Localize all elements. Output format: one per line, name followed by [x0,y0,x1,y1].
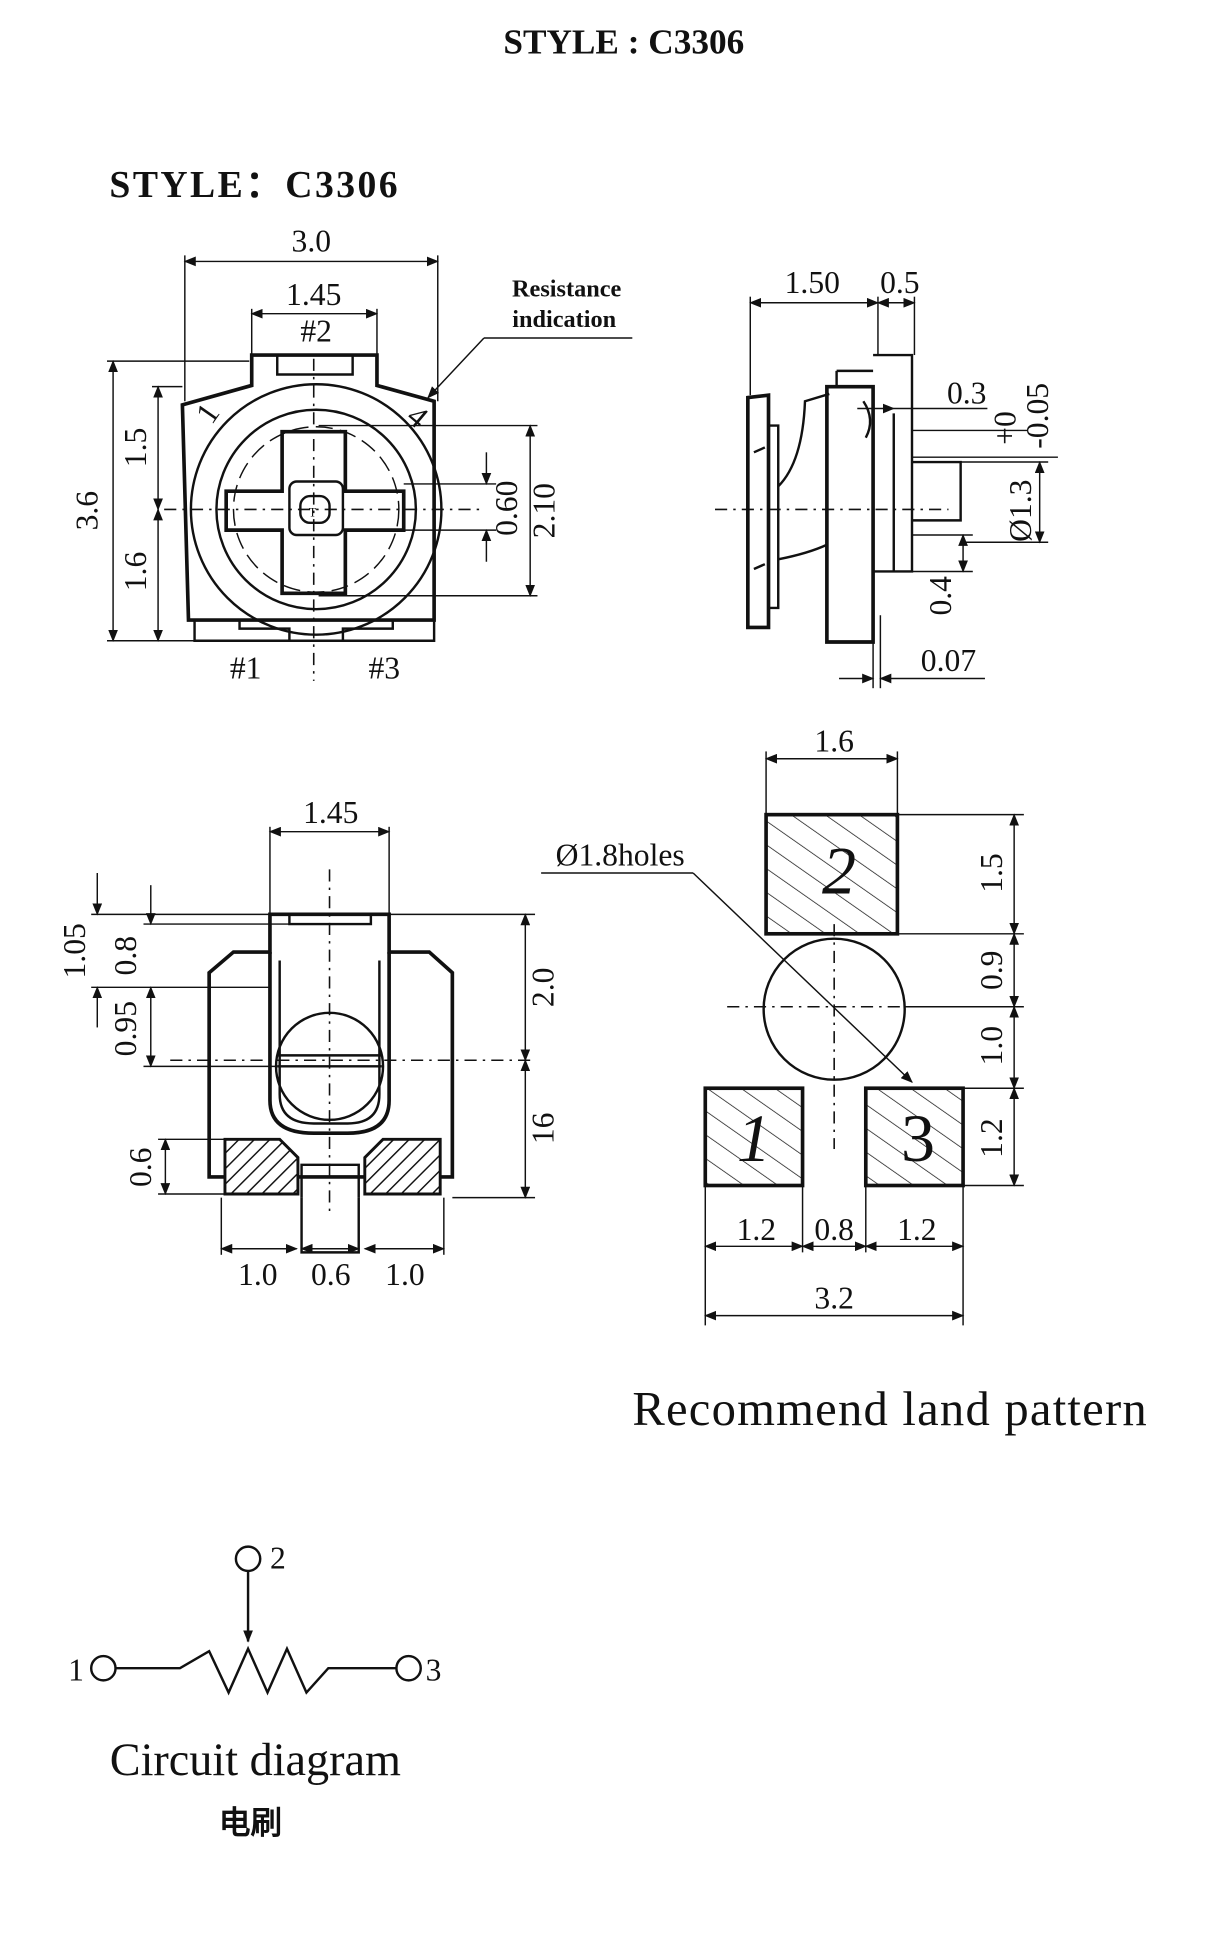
pad-3-label: 3 [901,1100,935,1176]
land-pattern: 2 1 3 Ø1.8holes 1.6 1.5 0.9 1.0 1.2 [541,723,1148,1436]
pin-1-label: #1 [230,650,262,685]
dim-slot: 1.45 [286,277,341,312]
dim-land-r1: 1.5 [974,853,1009,893]
pad-2-label: 2 [822,833,856,909]
dim-bottom-b2: 0.6 [311,1257,351,1292]
dim-bottom-b1: 1.0 [238,1257,278,1292]
terminal-1: 1 [68,1652,84,1687]
dim-bottom-b3: 1.0 [385,1257,425,1292]
dim-bottom-20: 2.0 [525,968,560,1008]
dim-side-c: 0.3 [947,376,987,411]
tol-plus: +0 [987,411,1022,445]
circuit-diagram: 2 1 3 Circuit diagram 电刷 [68,1541,441,1841]
drawing-title: STYLE：C3306 [109,164,400,206]
svg-text:T: T [309,506,317,520]
dim-bottom-16: 16 [525,1113,560,1145]
dim-land-total: 3.2 [814,1280,854,1315]
dim-width: 3.0 [292,224,332,259]
mark-4: 4 [400,398,435,435]
terminal-3: 3 [426,1652,442,1687]
dim-hole: 0.60 [489,481,524,536]
dim-height: 3.6 [69,491,104,531]
holes-label: Ø1.8holes [556,838,685,873]
mark-1: 1 [189,397,227,430]
dim-land-b2: 0.8 [814,1212,854,1247]
dim-bottom-08: 0.8 [108,936,143,976]
bottom-view: 1.45 1.05 0.8 0.95 0.6 2.0 16 1.0 0.6 1.… [57,795,560,1292]
land-pattern-caption: Recommend land pattern [632,1382,1148,1436]
pin-3-label: #3 [368,650,400,685]
side-view: 1.50 0.5 0.3 +0 -0.05 Ø1.3 0.4 0.07 [715,265,1058,689]
top-title: STYLE : C3306 [503,23,744,62]
resistance-label-1: Resistance [512,276,622,303]
pad-1-label: 1 [737,1100,771,1176]
circuit-subcaption: 电刷 [219,1806,282,1841]
dim-land-top: 1.6 [814,723,854,758]
dim-land-r2: 0.9 [974,951,1009,991]
dim-bottom-top: 1.45 [303,795,358,830]
dim-side-e: 0.07 [921,643,976,678]
resistance-label-2: indication [512,306,616,333]
dim-side-a: 1.50 [785,265,840,300]
terminal-2: 2 [270,1541,286,1576]
dim-shaft: Ø1.3 [1003,480,1038,542]
pin-2-label: #2 [300,314,332,349]
front-view: T 1 4 3.0 1.45 #2 3.6 1.5 1.6 0.60 [69,224,633,685]
circuit-caption: Circuit diagram [110,1734,401,1785]
dim-rotor: 2.10 [526,483,561,538]
dim-side-d: 0.4 [923,576,958,616]
dim-bottom-06: 0.6 [123,1148,158,1188]
tol-minus: -0.05 [1020,383,1055,449]
dim-land-r4: 1.2 [974,1118,1009,1158]
dim-land-b3: 1.2 [897,1212,937,1247]
dim-land-b1: 1.2 [737,1212,777,1247]
dim-bottom-095: 0.95 [108,1001,143,1056]
dim-land-r3: 1.0 [974,1026,1009,1066]
dim-bottom-105: 1.05 [57,923,92,978]
dim-lower: 1.6 [118,552,153,592]
dim-upper: 1.5 [118,428,153,468]
dim-side-b: 0.5 [880,265,920,300]
